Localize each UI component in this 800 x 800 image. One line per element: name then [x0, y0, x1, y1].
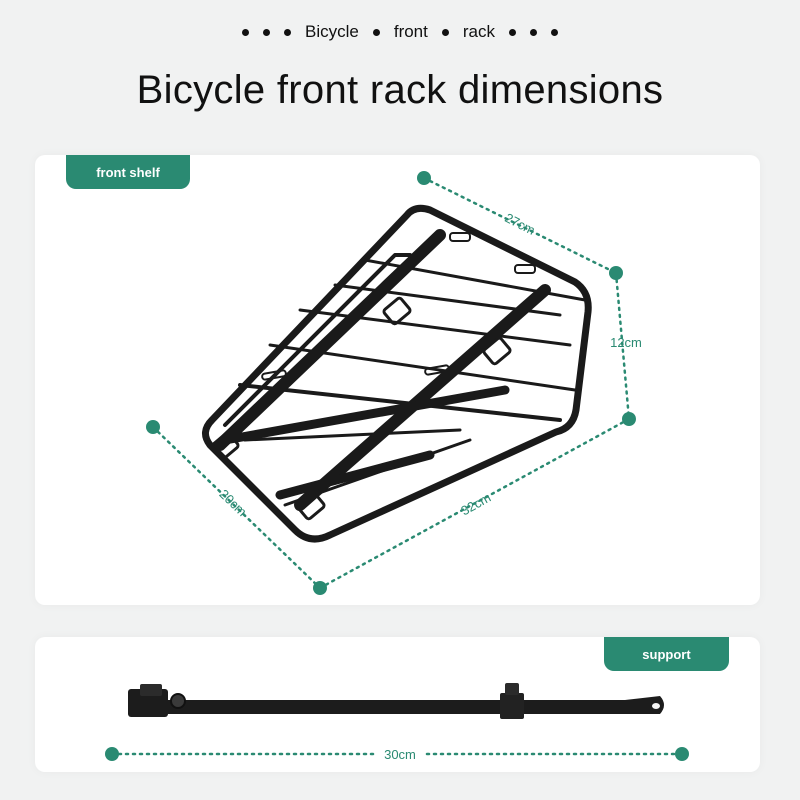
dimension-right-label: 12cm: [610, 335, 642, 350]
nav-dot: [241, 28, 249, 36]
support-dimension-label: 30cm: [384, 747, 416, 762]
nav-dot: [262, 28, 270, 36]
nav-dot: [441, 28, 449, 36]
nav-word-bicycle: Bicycle: [304, 22, 359, 41]
nav-word-front: front: [393, 22, 428, 41]
support-rod-image: [128, 683, 664, 719]
top-nav: Bicycle front rack: [0, 18, 800, 46]
nav-dot: [283, 28, 291, 36]
nav-dot: [372, 28, 380, 36]
nav-dot: [530, 28, 537, 36]
support-tag: support: [604, 637, 729, 671]
support-dimension-line: [105, 744, 689, 764]
front-shelf-tag: front shelf: [66, 155, 190, 189]
nav-dot: [509, 28, 516, 36]
dimension-bottom-label: 32cm: [458, 490, 493, 519]
nav-word-rack: rack: [462, 22, 495, 41]
nav-dot: [551, 28, 558, 36]
dimension-top-label: 27cm: [502, 210, 537, 238]
shelf-dimension-lines: [146, 171, 636, 595]
front-rack-image: [202, 204, 592, 543]
page-title: Bicycle front rack dimensions: [136, 68, 664, 112]
